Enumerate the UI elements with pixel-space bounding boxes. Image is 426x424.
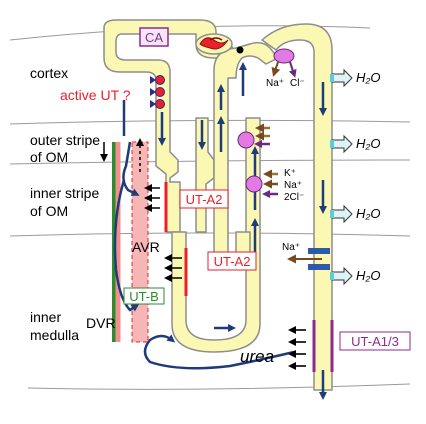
thin-descending-upper <box>195 117 215 233</box>
tubule-flow-arrows <box>158 62 327 400</box>
ut-b: UT-B <box>123 287 165 305</box>
active-ut: active UT ? <box>60 75 165 109</box>
na-cd-label: Na⁺ <box>282 242 300 253</box>
h2o-label-3: H₂O <box>356 206 380 221</box>
water-channels: H₂O H₂O H₂O H₂O <box>330 68 380 286</box>
ut-a2-lower-label: UT-A2 <box>214 254 251 269</box>
h2o-label-2: H₂O <box>356 136 380 151</box>
bottom-boundary <box>27 383 411 390</box>
zone-inner-medulla-2: medulla <box>30 327 79 343</box>
enac-channel: Na⁺ <box>282 242 330 270</box>
thick-ascending-limb <box>213 41 279 263</box>
zone-labels: cortex outer stripe of OM inner stripe o… <box>30 65 100 343</box>
nkcc2-transporters: K⁺ Na⁺ 2Cl⁻ <box>237 123 304 203</box>
dvr-label: DVR <box>86 315 116 331</box>
na-cortex-label: Na⁺ <box>266 78 284 89</box>
h2o-label-4: H₂O <box>356 268 380 283</box>
urea-label: urea <box>240 347 274 366</box>
zone-outer-stripe-2: of OM <box>30 149 68 165</box>
zone-inner-stripe-2: of OM <box>30 203 68 219</box>
om-im-boundary <box>9 232 411 237</box>
cl-cortex-label: Cl⁻ <box>290 78 305 89</box>
cortex-om-boundary <box>9 119 411 125</box>
zone-inner-stripe-1: inner stripe <box>30 185 99 201</box>
ut-transporter-1 <box>155 75 165 85</box>
ut-transporter-2 <box>155 87 165 97</box>
macula-densa-dot <box>236 46 244 54</box>
zone-cortex: cortex <box>30 65 68 81</box>
k-ion-label: K⁺ <box>284 168 296 179</box>
ca-box: CA <box>139 27 169 47</box>
avr-label: AVR <box>132 239 160 255</box>
ut-a13-label: UT-A1/3 <box>351 334 399 349</box>
cl2-ion-label: 2Cl⁻ <box>284 192 304 203</box>
collecting-duct <box>261 23 333 391</box>
zone-inner-medulla-1: inner <box>30 309 61 325</box>
ut-b-label: UT-B <box>129 289 159 304</box>
zone-outer-stripe-1: outer stripe <box>30 132 100 148</box>
ut-transporter-3 <box>155 99 165 109</box>
active-ut-label: active UT ? <box>60 87 131 103</box>
na-ion-label: Na⁺ <box>284 180 302 191</box>
ut-a2-upper-label: UT-A2 <box>186 192 223 207</box>
nacl-cotransporter: Na⁺ Cl⁻ <box>266 48 305 89</box>
glomerulus <box>195 33 244 55</box>
ut-a13: UT-A1/3 <box>288 320 411 372</box>
glomerular-capillary <box>199 37 229 50</box>
h2o-label-1: H₂O <box>356 70 380 85</box>
ca-label: CA <box>145 30 163 45</box>
ut-a2-markers: UT-A2 UT-A2 <box>144 182 257 296</box>
